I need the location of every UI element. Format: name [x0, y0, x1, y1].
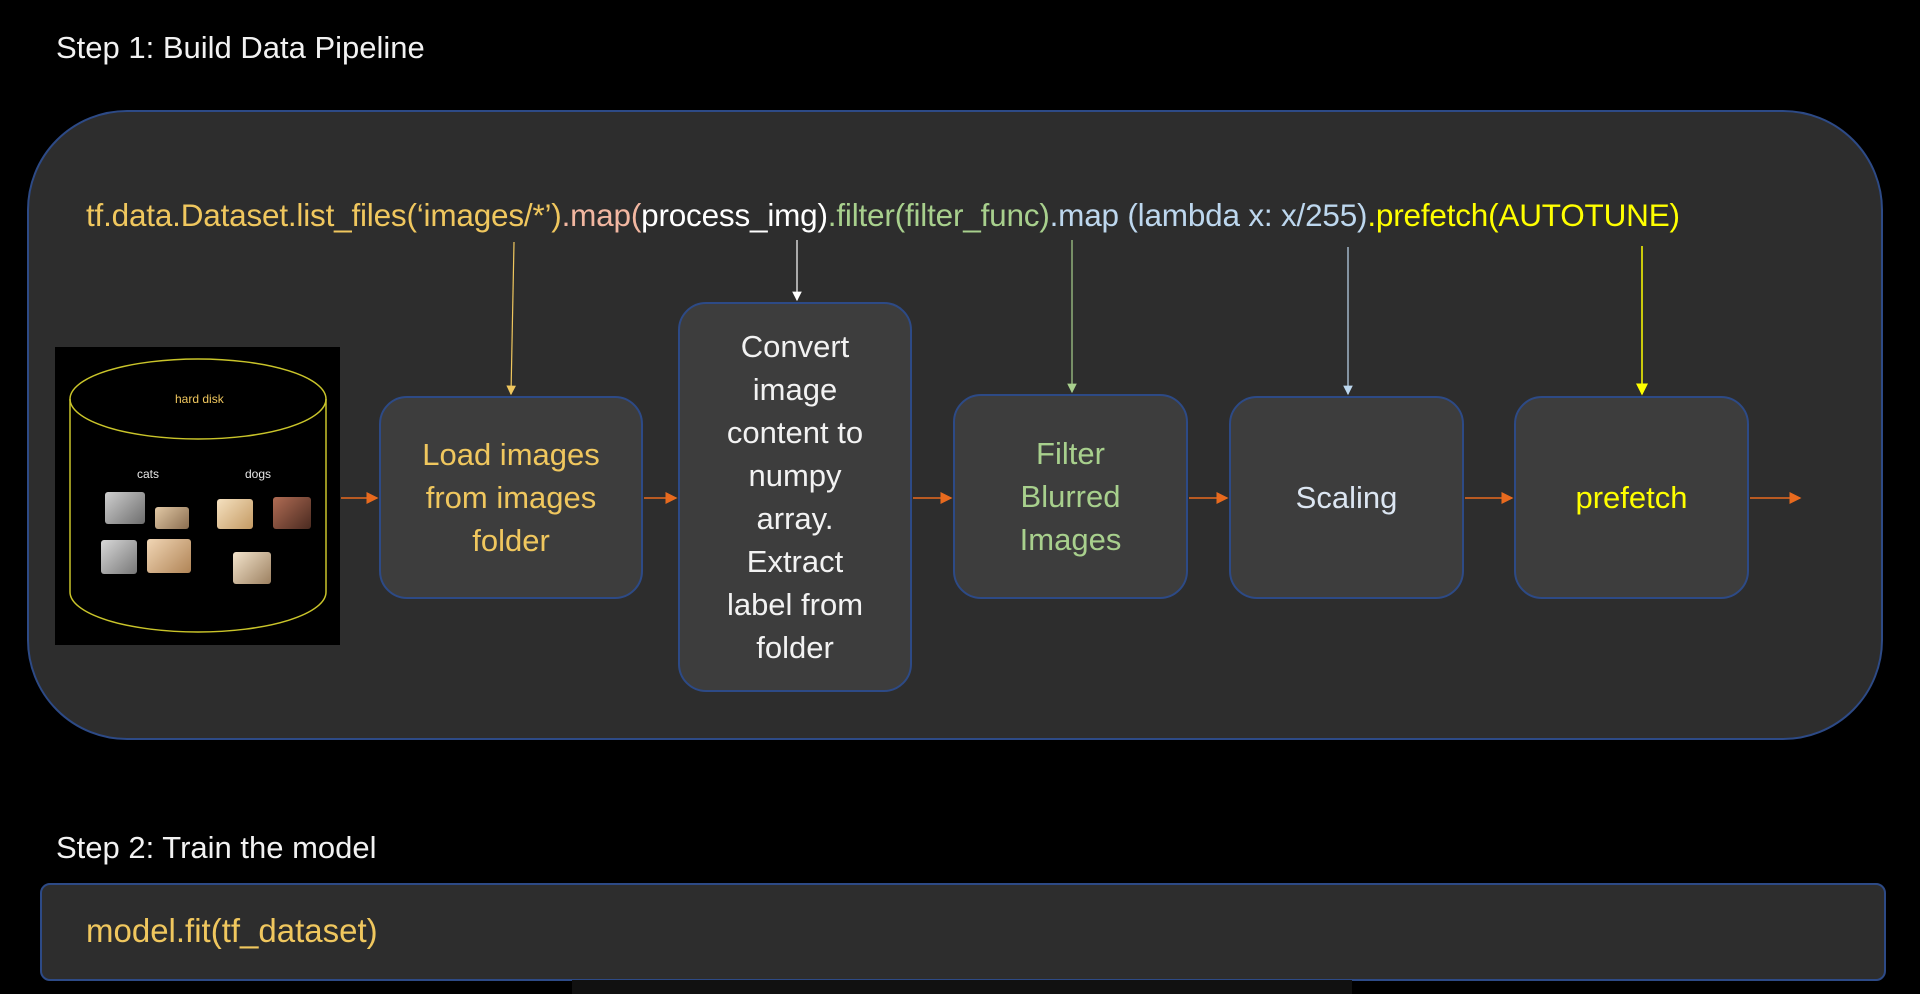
dogs-label: dogs — [245, 467, 272, 481]
cat-image — [147, 539, 191, 573]
step2-title: Step 2: Train the model — [56, 830, 377, 865]
filter-blurred-label: Filter Blurred Images — [1019, 436, 1122, 557]
scaling-box: Scaling — [1229, 396, 1464, 599]
dog-image — [273, 497, 311, 529]
cylinder-icon — [69, 358, 327, 633]
filter-blurred-box: Filter Blurred Images — [953, 394, 1188, 599]
dog-image — [233, 552, 271, 584]
code-map-scale: .map (lambda x: x/255) — [1049, 197, 1368, 233]
subtitle-strip — [572, 980, 1352, 994]
cat-image — [105, 492, 145, 524]
pipeline-code: tf.data.Dataset.list_files(‘images/*’).m… — [86, 197, 1680, 234]
prefetch-box: prefetch — [1514, 396, 1749, 599]
prefetch-label: prefetch — [1575, 480, 1688, 515]
code-list-files: tf.data.Dataset.list_files(‘images/*’) — [86, 197, 562, 233]
code-process-img: process_img) — [641, 197, 828, 233]
model-code-panel — [40, 883, 1886, 981]
convert-image-label: Convert image content to numpy array. Ex… — [726, 329, 864, 665]
cat-image — [155, 507, 189, 529]
load-images-label: Load images from images folder — [422, 437, 600, 558]
hard-disk-label: hard disk — [175, 392, 224, 406]
dog-image — [217, 499, 253, 529]
code-arrows — [506, 240, 1648, 396]
convert-image-box: Convert image content to numpy array. Ex… — [678, 302, 912, 692]
step1-title: Step 1: Build Data Pipeline — [56, 30, 425, 65]
cat-image — [101, 540, 137, 574]
hard-disk-panel: hard disk cats dogs — [55, 347, 340, 645]
code-prefetch: .prefetch(AUTOTUNE) — [1367, 197, 1680, 233]
code-map-open: .map( — [561, 197, 642, 233]
cats-label: cats — [137, 467, 160, 481]
load-images-box: Load images from images folder — [379, 396, 643, 599]
model-fit-code: model.fit(tf_dataset) — [86, 912, 378, 949]
code-filter: .filter(filter_func) — [827, 197, 1050, 233]
scaling-label: Scaling — [1295, 480, 1398, 515]
code-arrow — [506, 241, 516, 396]
